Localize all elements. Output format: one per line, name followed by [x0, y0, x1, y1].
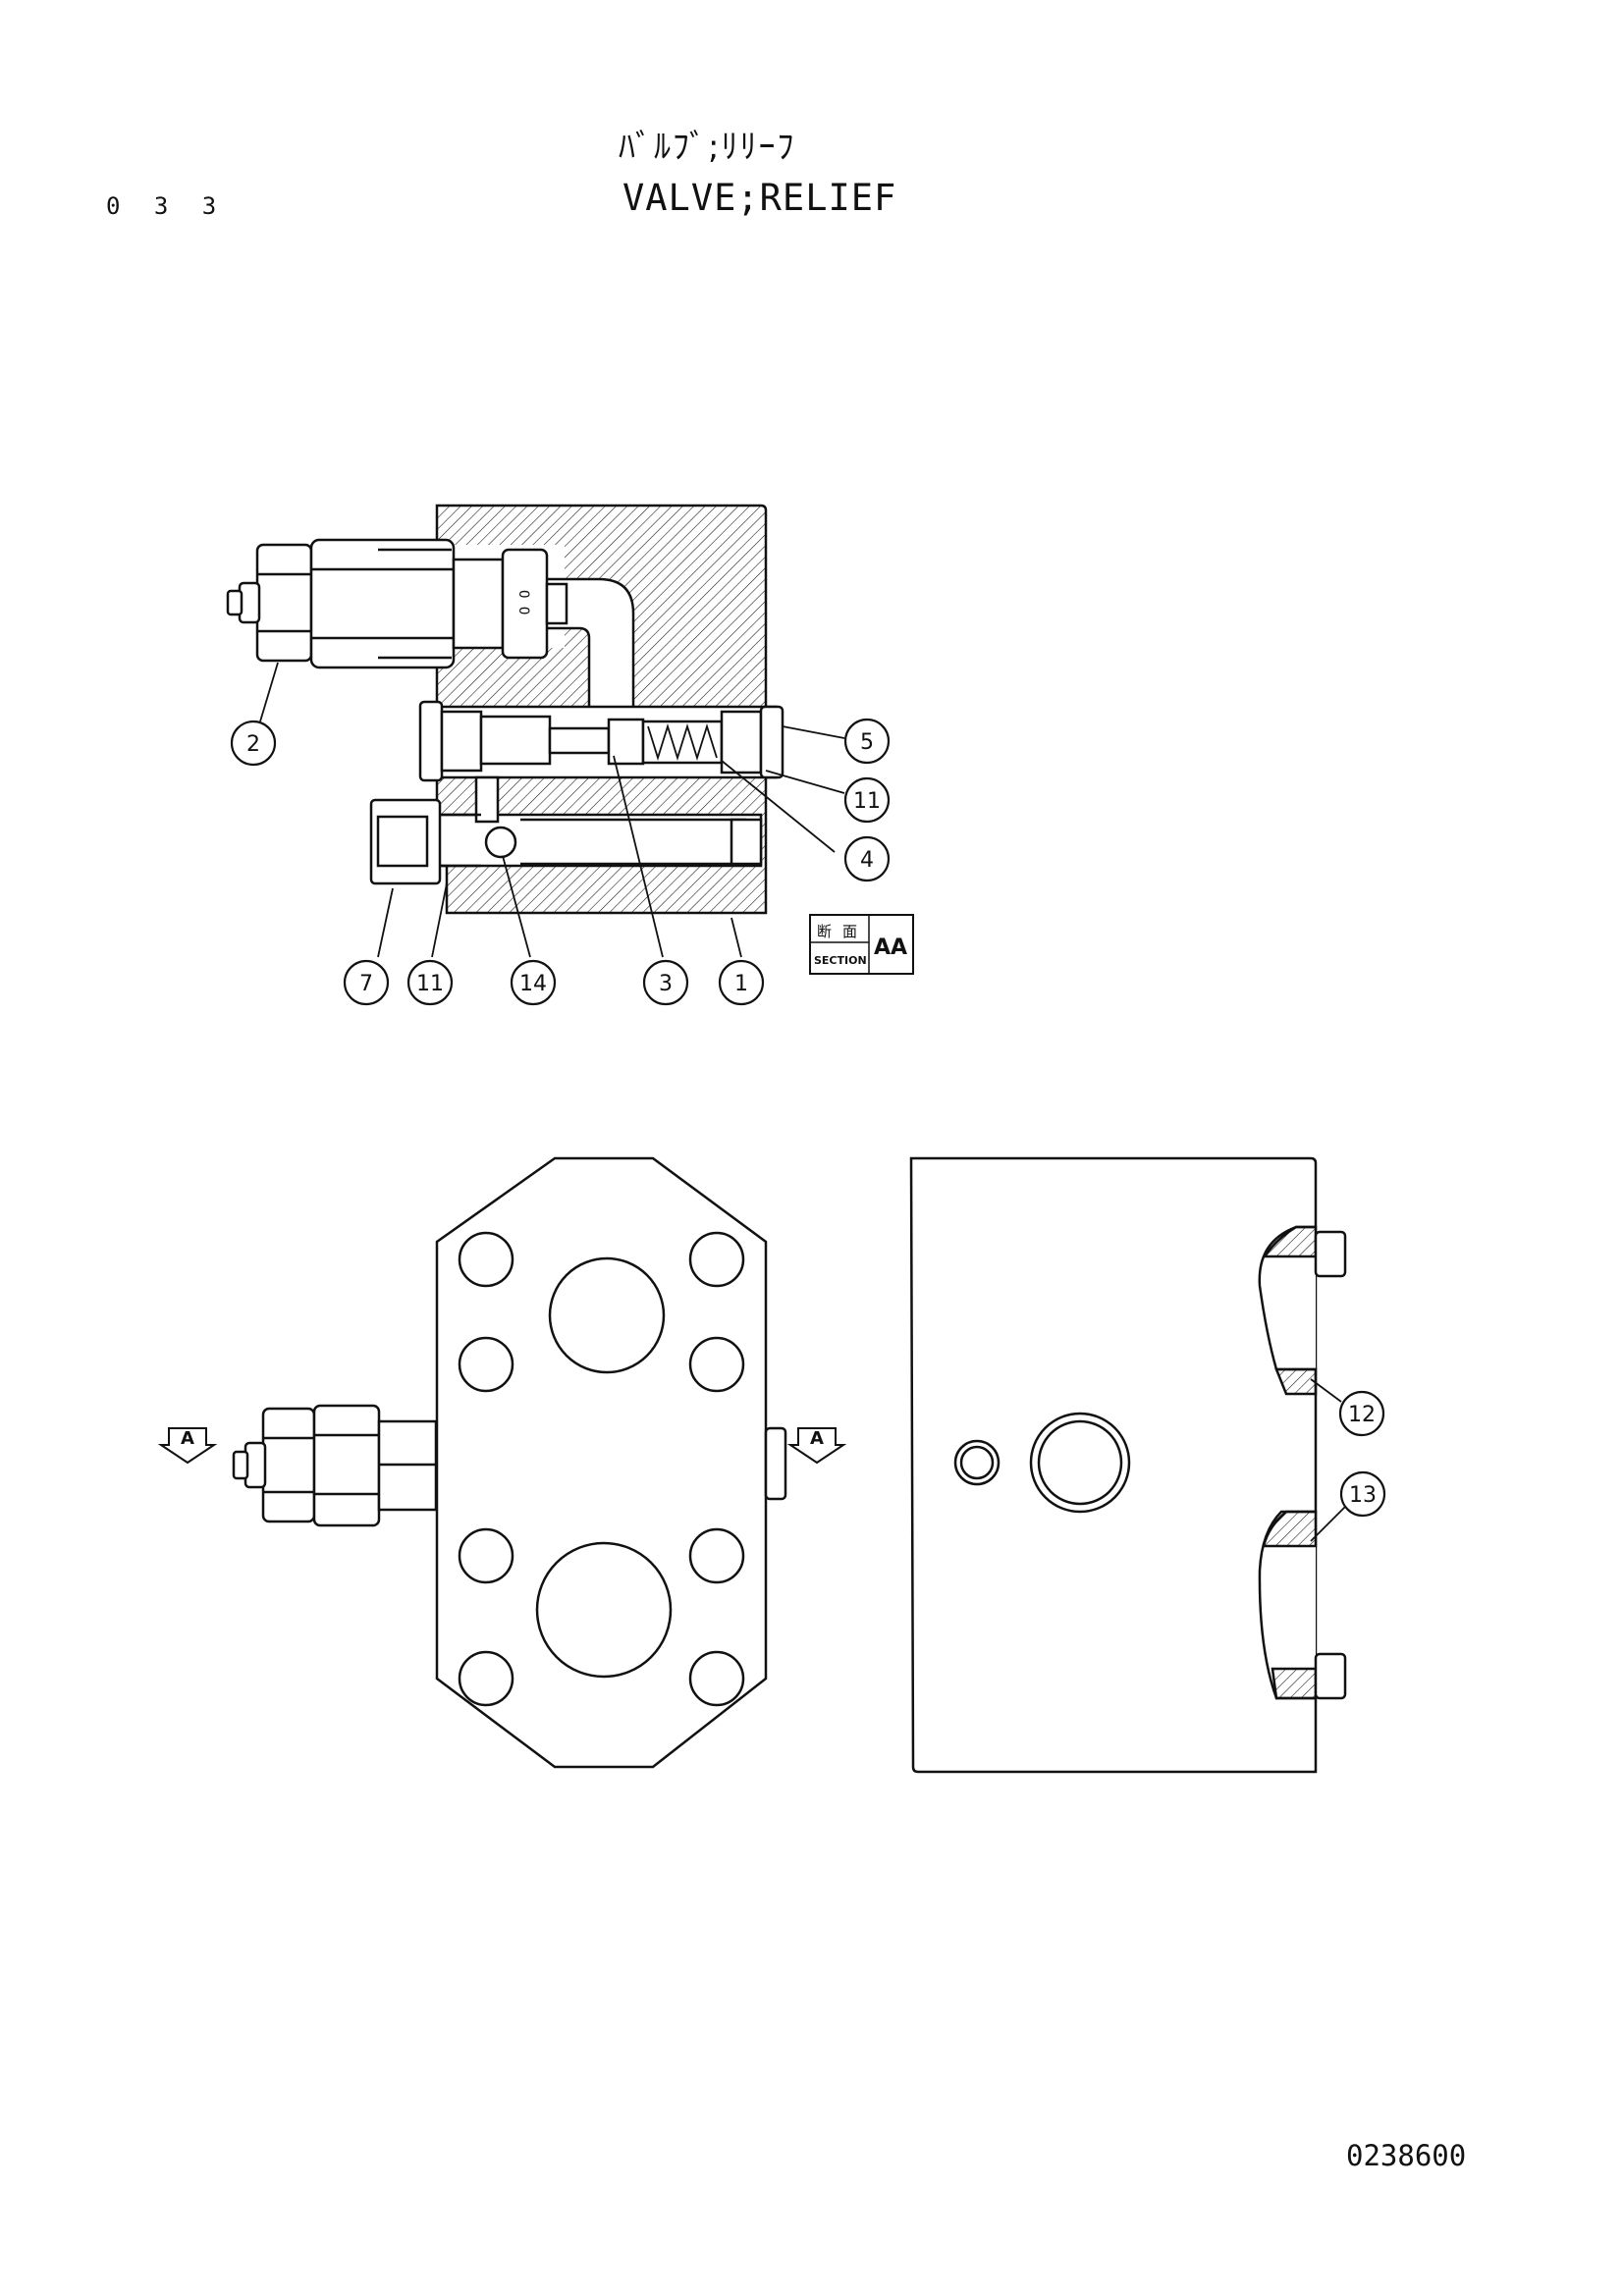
callout-5 — [843, 718, 891, 765]
page-number: 0 3 3 — [106, 192, 227, 220]
title-english: VALVE;RELIEF — [622, 177, 897, 219]
cartridge-nut — [255, 543, 313, 663]
callout-11b — [406, 959, 454, 1006]
callout-13 — [1339, 1470, 1386, 1518]
leader-lines-section — [259, 662, 845, 958]
callout-4-label: 4 — [860, 848, 874, 873]
section-arrow-right: A — [786, 1427, 847, 1465]
callout-12 — [1338, 1390, 1385, 1437]
callout-1-label: 1 — [734, 972, 748, 996]
plug-right-part-5 — [759, 705, 784, 779]
callout-7-label: 7 — [359, 972, 373, 996]
callout-12-label: 12 — [1348, 1403, 1376, 1427]
cartridge-body — [309, 538, 456, 669]
callout-11a-label: 11 — [853, 789, 881, 814]
flange-plate — [435, 1156, 768, 1769]
section-letters: AA — [874, 935, 907, 960]
check-ball-part-14 — [484, 826, 517, 859]
section-kanji-1: 断 — [817, 923, 832, 940]
drawing-number: 0238600 — [1346, 2139, 1467, 2172]
leader-lines-side — [1310, 1378, 1346, 1542]
section-arrow-right-letter: A — [810, 1428, 824, 1449]
plug-left — [418, 700, 444, 782]
side-body — [909, 1156, 1318, 1774]
callout-3-label: 3 — [659, 972, 673, 996]
section-arrow-left: A — [157, 1427, 218, 1465]
front-view — [232, 1156, 787, 1769]
section-view: O O — [226, 504, 784, 915]
callout-2 — [230, 720, 277, 767]
callout-13-label: 13 — [1349, 1483, 1377, 1508]
section-arrow-left-letter: A — [181, 1428, 194, 1449]
title-japanese: ﾊﾞﾙﾌﾞ;ﾘﾘｰﾌ — [619, 128, 796, 167]
callout-1 — [718, 959, 765, 1006]
callout-11a — [843, 776, 891, 824]
callout-3 — [642, 959, 689, 1006]
callout-2-label: 2 — [246, 732, 260, 757]
side-view — [909, 1156, 1347, 1774]
valve-marking: O O — [515, 590, 531, 614]
callout-4 — [843, 835, 891, 882]
section-aa-label: 断 面 SECTION AA — [809, 914, 914, 975]
section-kanji-2: 面 — [842, 923, 857, 940]
callout-14-label: 14 — [519, 972, 547, 996]
callout-11b-label: 11 — [416, 972, 444, 996]
callout-7 — [343, 959, 390, 1006]
callout-14 — [510, 959, 557, 1006]
section-word: SECTION — [814, 954, 867, 967]
callout-5-label: 5 — [860, 730, 874, 755]
callouts — [230, 718, 1386, 1518]
spool — [479, 715, 552, 766]
